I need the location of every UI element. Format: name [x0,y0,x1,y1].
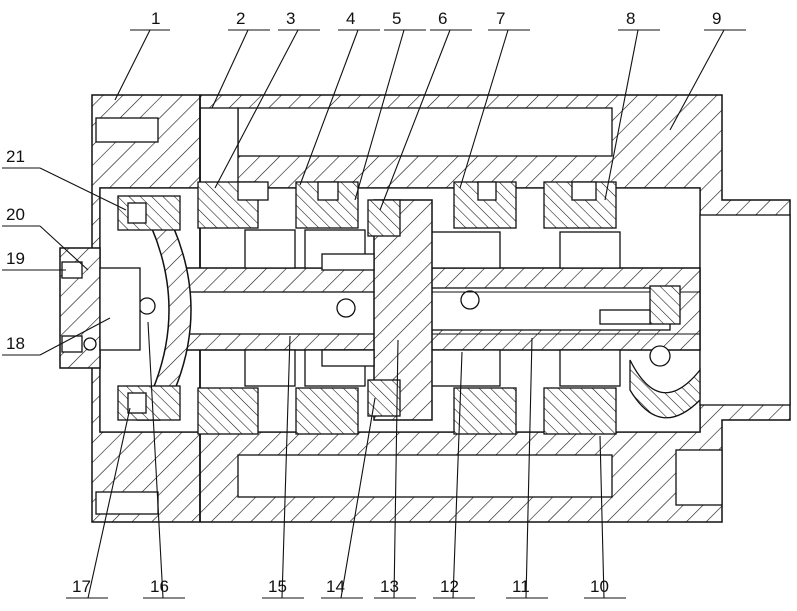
main-shaft [180,268,700,350]
label-1: 1 [151,9,160,28]
label-8: 8 [626,9,635,28]
label-7: 7 [496,9,505,28]
label-15: 15 [268,577,287,596]
label-21: 21 [6,147,25,166]
label-4: 4 [346,9,355,28]
label-13: 13 [380,577,399,596]
label-17: 17 [72,577,91,596]
label-9: 9 [712,9,721,28]
label-6: 6 [438,9,447,28]
label-5: 5 [392,9,401,28]
label-2: 2 [236,9,245,28]
label-14: 14 [326,577,345,596]
label-19: 19 [6,249,25,268]
label-18: 18 [6,334,25,353]
label-10: 10 [590,577,609,596]
label-3: 3 [286,9,295,28]
label-11: 11 [512,577,530,596]
label-16: 16 [150,577,169,596]
label-20: 20 [6,205,25,224]
label-12: 12 [440,577,459,596]
